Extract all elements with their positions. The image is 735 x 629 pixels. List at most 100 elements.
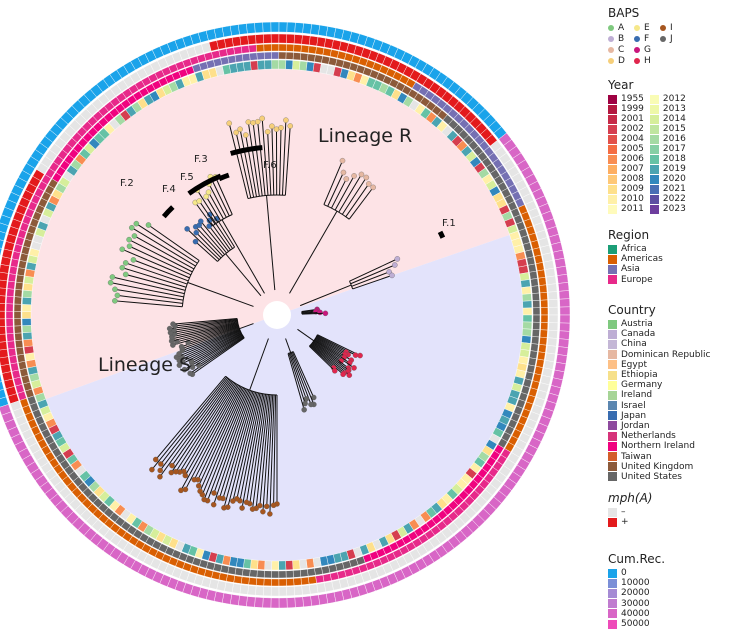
clade-i-tip: [158, 468, 163, 473]
region-ring: [541, 322, 548, 330]
country-ring: [17, 354, 25, 362]
cumrec-ring: [560, 323, 570, 331]
country-legend-item-label: Israel: [621, 401, 646, 411]
clade-e-tip: [197, 198, 202, 203]
baps-legend-item: D: [608, 55, 630, 66]
country-ring: [257, 570, 265, 577]
cumrec-ring: [559, 290, 570, 299]
country-legend-item-swatch: [608, 360, 617, 369]
mph-ring: [255, 34, 263, 43]
year-legend-item: 2019: [650, 164, 686, 174]
clade-j-tip: [167, 326, 172, 331]
clade-a-tip: [146, 222, 151, 227]
mph-legend-item-label: +: [621, 517, 629, 527]
clade-i-tip: [244, 500, 249, 505]
mph-ring: [545, 268, 555, 277]
baps-legend-item-swatch: [634, 25, 640, 31]
country-ring: [531, 286, 539, 294]
country-legend-item: Northern Ireland: [608, 441, 710, 451]
year-legend-item: 2006: [608, 154, 644, 164]
clade-a-tip: [127, 244, 132, 249]
mph-ring: [294, 586, 302, 596]
baps-legend-item-label: J: [670, 34, 673, 44]
country-ring: [16, 275, 24, 283]
region-legend-title: Region: [608, 228, 663, 242]
clade-d-tip: [227, 121, 232, 126]
mph-legend-item: +: [608, 517, 652, 527]
country-ring: [300, 569, 308, 577]
clade-i-tip: [202, 497, 207, 502]
cumrec-legend-item: 50000: [608, 619, 665, 629]
clade-d-tip: [246, 119, 251, 124]
clade-d-tip: [269, 124, 274, 129]
country-ring: [300, 53, 308, 61]
year-legend-item: 2013: [650, 104, 686, 114]
country-ring: [15, 333, 23, 341]
year-legend-item-label: 2001: [621, 114, 644, 124]
baps-legend-item-swatch: [634, 47, 640, 53]
country-legend-item-label: Dominican Republic: [621, 350, 710, 360]
year-ring: [22, 304, 31, 311]
country-legend-item-label: United Kingdom: [621, 462, 693, 472]
cumrec-ring: [238, 596, 247, 607]
mph-ring: [548, 330, 558, 338]
year-ring: [521, 287, 531, 295]
region-ring: [7, 281, 15, 289]
mph-ring: [0, 319, 5, 327]
year-legend-title: Year: [608, 78, 686, 92]
baps-legend-item-swatch: [660, 25, 666, 31]
baps-legend-title: BAPS: [608, 6, 682, 20]
clade-b-tip: [392, 262, 397, 267]
clade-i-tip: [196, 483, 201, 488]
clade-b-tip: [389, 273, 394, 278]
clade-c-tip: [341, 170, 346, 175]
region-ring: [249, 45, 257, 53]
year-ring: [23, 283, 33, 291]
cumrec-ring: [556, 266, 567, 275]
mph-ring: [547, 284, 557, 293]
clade-h-tip: [351, 365, 356, 370]
country-legend-item: Israel: [608, 401, 710, 411]
country-ring: [264, 571, 271, 578]
baps-legend-item-label: C: [618, 45, 624, 55]
year-legend-item-label: 2016: [663, 134, 686, 144]
region-legend-item-label: Europe: [621, 275, 653, 285]
year-legend-item-swatch: [650, 205, 659, 214]
mph-ring: [317, 583, 326, 593]
country-ring: [286, 570, 294, 577]
region-ring: [264, 44, 272, 51]
clade-i-tip: [153, 457, 158, 462]
year-legend-item: 2020: [650, 174, 686, 184]
year-ring: [24, 346, 34, 354]
cumrec-ring: [560, 307, 570, 315]
mph-ring: [0, 357, 9, 366]
region-legend-item-swatch: [608, 265, 617, 274]
mph-ring: [286, 586, 294, 595]
region-ring: [316, 47, 324, 55]
region-ring: [256, 578, 264, 585]
cumrec-ring: [303, 23, 312, 34]
region-ring: [540, 292, 548, 300]
region-legend-item-label: Asia: [621, 264, 640, 274]
region-legend-item-swatch: [608, 255, 617, 264]
cumrec-ring: [255, 597, 264, 607]
cumrec-legend-item: 30000: [608, 599, 665, 609]
region-ring: [540, 330, 548, 338]
country-legend-item-swatch: [608, 371, 617, 380]
year-legend-item-swatch: [608, 105, 617, 114]
year-legend-item-label: 2008: [621, 174, 644, 184]
year-legend-item-swatch: [608, 205, 617, 214]
cumrec-ring: [558, 282, 569, 291]
year-legend-item: 2016: [650, 134, 686, 144]
year-legend-item: 2009: [608, 184, 644, 194]
year-ring: [523, 322, 532, 329]
country-legend-item-swatch: [608, 391, 617, 400]
country-ring: [18, 361, 26, 369]
year-legend-item-swatch: [650, 195, 659, 204]
year-legend-item-label: 2018: [663, 154, 686, 164]
clade-h-tip: [353, 353, 358, 358]
country-legend-item-swatch: [608, 381, 617, 390]
mph-ring: [549, 315, 558, 323]
year-ring: [272, 60, 279, 69]
